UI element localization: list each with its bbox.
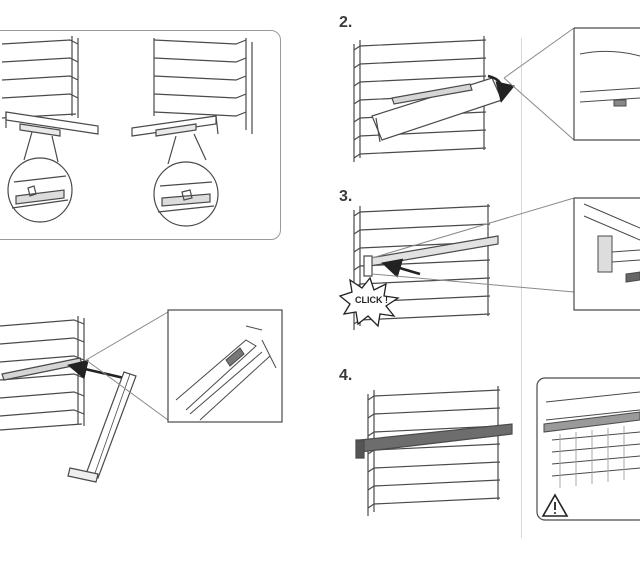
click-burst: CLICK ! xyxy=(338,276,400,328)
step2-zoom xyxy=(503,27,640,141)
column-divider xyxy=(521,38,522,538)
step3-push-arrow-icon xyxy=(381,258,421,278)
warning-triangle-icon xyxy=(541,493,569,517)
step1-right-rack xyxy=(153,38,253,134)
step3-rail xyxy=(363,235,499,277)
click-label: CLICK ! xyxy=(355,295,388,305)
step4-rack xyxy=(367,386,501,516)
step4-zoom xyxy=(536,377,640,521)
step1-right-detail xyxy=(153,133,219,227)
step1-left-rack xyxy=(1,36,79,119)
step1-left-detail xyxy=(7,131,73,223)
rotate-arrow-icon xyxy=(487,74,516,103)
step-3-label: 3. xyxy=(339,188,353,205)
step-4-label: 4. xyxy=(339,367,353,384)
step1-left-rail xyxy=(5,111,99,137)
lower-left-zoom xyxy=(85,309,283,423)
step1-right-rail xyxy=(131,115,219,137)
step4-rail xyxy=(355,423,513,459)
step-2-label: 2. xyxy=(339,14,353,31)
step3-zoom xyxy=(371,197,640,311)
lower-left-rail-loose xyxy=(67,371,137,483)
push-arrow-icon xyxy=(67,359,125,380)
